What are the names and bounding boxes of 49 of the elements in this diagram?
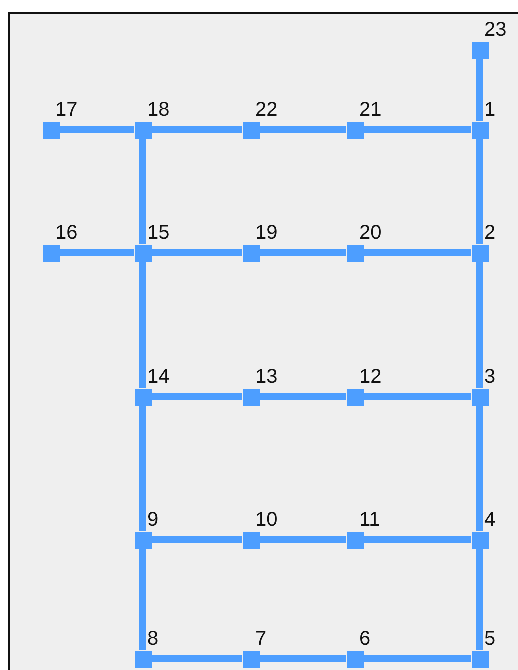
node-label: 12 (360, 366, 382, 386)
connector-line (140, 548, 146, 650)
connector-line (364, 126, 472, 134)
connector-line (140, 138, 146, 244)
node-label: 9 (148, 510, 159, 530)
node-label: 23 (484, 20, 507, 40)
connector-line (364, 250, 472, 256)
node-label: 22 (256, 100, 278, 120)
connector-line (152, 250, 242, 256)
node-label: 21 (360, 100, 382, 120)
node-label: 16 (56, 222, 78, 242)
node-label: 18 (148, 100, 170, 120)
connector-line (152, 126, 242, 134)
connector-line (476, 138, 484, 244)
connector-line (364, 656, 472, 662)
node-label: 7 (256, 628, 267, 648)
connector-line (364, 536, 472, 544)
connector-line (476, 262, 484, 388)
connector-line (364, 394, 472, 400)
connector-line (152, 394, 242, 400)
connector-line (60, 250, 134, 256)
node-label: 3 (484, 366, 496, 386)
node-label: 2 (484, 222, 496, 242)
node-label: 1 (484, 100, 496, 120)
node-label: 19 (256, 222, 278, 242)
node-label: 8 (148, 628, 159, 648)
connector-line (260, 394, 346, 400)
node-label: 4 (484, 510, 496, 530)
node-label: 13 (256, 366, 278, 386)
connector-line (152, 536, 242, 544)
node-label: 14 (148, 366, 170, 386)
node-label: 5 (484, 628, 496, 648)
connector-line (260, 126, 346, 134)
node-label: 6 (360, 628, 371, 648)
connector-line (140, 406, 146, 532)
node-label: 10 (256, 510, 278, 530)
connector-line (476, 548, 484, 650)
node-label: 11 (360, 510, 380, 530)
connector-line (260, 536, 346, 544)
node-label: 15 (148, 222, 170, 242)
node-label: 17 (56, 100, 78, 120)
connector-line (260, 656, 346, 662)
connector-line (476, 406, 484, 532)
connector-line (60, 126, 134, 134)
connector-line (152, 656, 242, 662)
connector-line (260, 250, 346, 256)
node-label: 20 (360, 222, 382, 242)
connector-line (476, 58, 484, 122)
connector-line (140, 262, 146, 388)
